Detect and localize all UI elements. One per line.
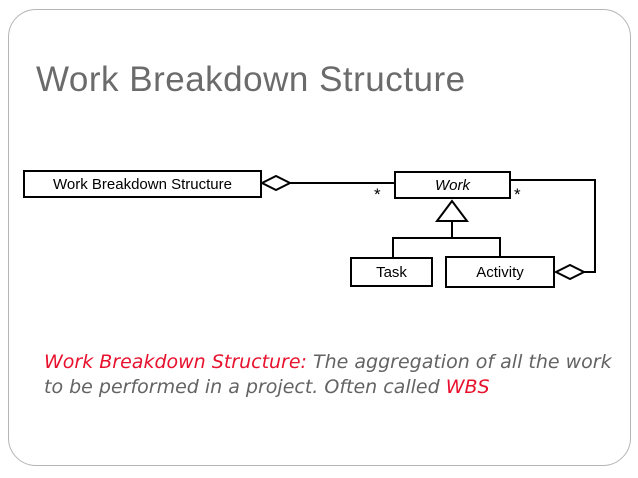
- class-box-task-label: Task: [376, 263, 407, 281]
- caption-term: Work Breakdown Structure:: [44, 351, 307, 373]
- multiplicity-left-asterisk: *: [374, 185, 381, 204]
- multiplicity-right-asterisk: *: [514, 185, 521, 204]
- aggregation-diamond-wbs: [259, 174, 293, 192]
- association-line-work-activity: [511, 179, 596, 273]
- generalization-triangle: [435, 199, 469, 222]
- class-box-work: Work: [394, 171, 511, 199]
- aggregation-diamond-activity: [553, 263, 587, 281]
- definition-caption: Work Breakdown Structure: The aggregatio…: [44, 350, 614, 400]
- class-box-activity: Activity: [445, 256, 555, 288]
- generalization-fork-line: [392, 237, 501, 257]
- class-box-task: Task: [350, 257, 433, 287]
- slide-title: Work Breakdown Structure: [36, 60, 466, 99]
- class-box-wbs-label: Work Breakdown Structure: [53, 175, 232, 193]
- class-box-work-label: Work: [435, 176, 470, 194]
- slide-border: [8, 9, 631, 466]
- class-box-activity-label: Activity: [476, 263, 524, 281]
- class-box-wbs: Work Breakdown Structure: [23, 170, 262, 198]
- caption-body-line1: The aggregation of all the work: [313, 351, 612, 373]
- caption-body-line2: to be performed in a project. Often call…: [44, 376, 440, 398]
- caption-highlight-wbs: WBS: [445, 376, 490, 398]
